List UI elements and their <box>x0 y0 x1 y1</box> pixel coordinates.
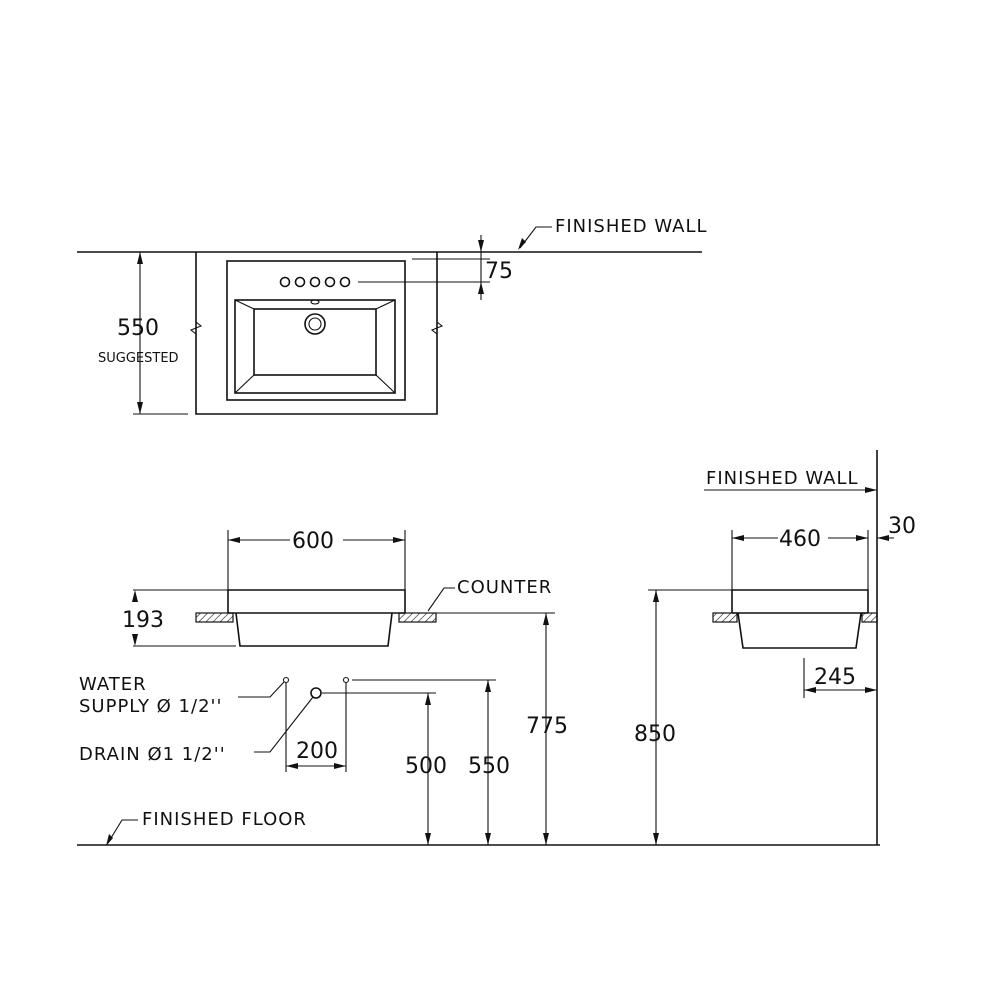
counter-left-front <box>195 612 234 623</box>
tap-hole-4 <box>324 276 336 288</box>
finished-floor-label: FINISHED FLOOR <box>142 809 307 830</box>
dim-193: 193 <box>122 608 164 633</box>
basin-bowl-front <box>235 612 393 647</box>
water-supply-label-1: WATER <box>79 674 147 695</box>
dim-550-plan: 550 <box>117 316 159 341</box>
counter-left-side <box>712 612 738 623</box>
water-supply-point-left <box>282 676 290 684</box>
dim-600: 600 <box>292 529 334 554</box>
side-view: FINISHED WALL 460 30 245 850 <box>634 450 916 845</box>
dim-75: 75 <box>485 259 513 284</box>
finished-wall-side-label: FINISHED WALL <box>706 468 859 489</box>
dim-550-front: 550 <box>468 754 510 779</box>
break-symbol-left <box>189 321 203 335</box>
overflow-hole <box>310 299 320 305</box>
water-supply-point-right <box>342 676 350 684</box>
dim-500: 500 <box>405 754 447 779</box>
suggested-label: SUGGESTED <box>98 351 179 366</box>
tap-hole-2 <box>294 276 306 288</box>
tap-hole-1 <box>279 276 291 288</box>
basin-outer-plan <box>226 260 406 401</box>
finished-wall-top-label: FINISHED WALL <box>555 216 708 237</box>
drain-inner <box>308 317 322 331</box>
counter-cutout-outline <box>195 252 438 415</box>
tap-hole-3 <box>309 276 321 288</box>
break-symbol-right <box>430 321 444 335</box>
basin-rim-front <box>227 589 406 613</box>
bowl-inner-plan <box>253 308 377 376</box>
counter-label: COUNTER <box>457 577 552 598</box>
water-supply-leader <box>238 681 285 698</box>
wall-leader-arrow <box>518 238 526 250</box>
dim-775: 775 <box>526 714 568 739</box>
basin-rim-side <box>731 589 869 613</box>
dim-460: 460 <box>779 527 821 552</box>
dim-850: 850 <box>634 722 676 747</box>
tap-hole-5 <box>339 276 351 288</box>
basin-bowl-side <box>737 612 862 649</box>
water-supply-label-2: SUPPLY Ø 1/2'' <box>79 696 222 717</box>
dim-30: 30 <box>888 514 916 539</box>
drain-label: DRAIN Ø1 1/2'' <box>79 744 226 765</box>
front-view: FINISHED FLOOR COUNTER 600 193 WATER <box>77 529 880 846</box>
counter-right-side <box>861 612 878 623</box>
dim-245: 245 <box>814 665 856 690</box>
wall-leader <box>519 226 552 249</box>
dim-200: 200 <box>296 739 338 764</box>
drain-point <box>310 687 322 699</box>
plan-view: FINISHED WALL 75 <box>77 216 708 415</box>
floor-leader <box>107 819 138 844</box>
drain-leader <box>254 696 314 753</box>
drain-outer <box>304 313 326 335</box>
counter-right-front <box>398 612 437 623</box>
